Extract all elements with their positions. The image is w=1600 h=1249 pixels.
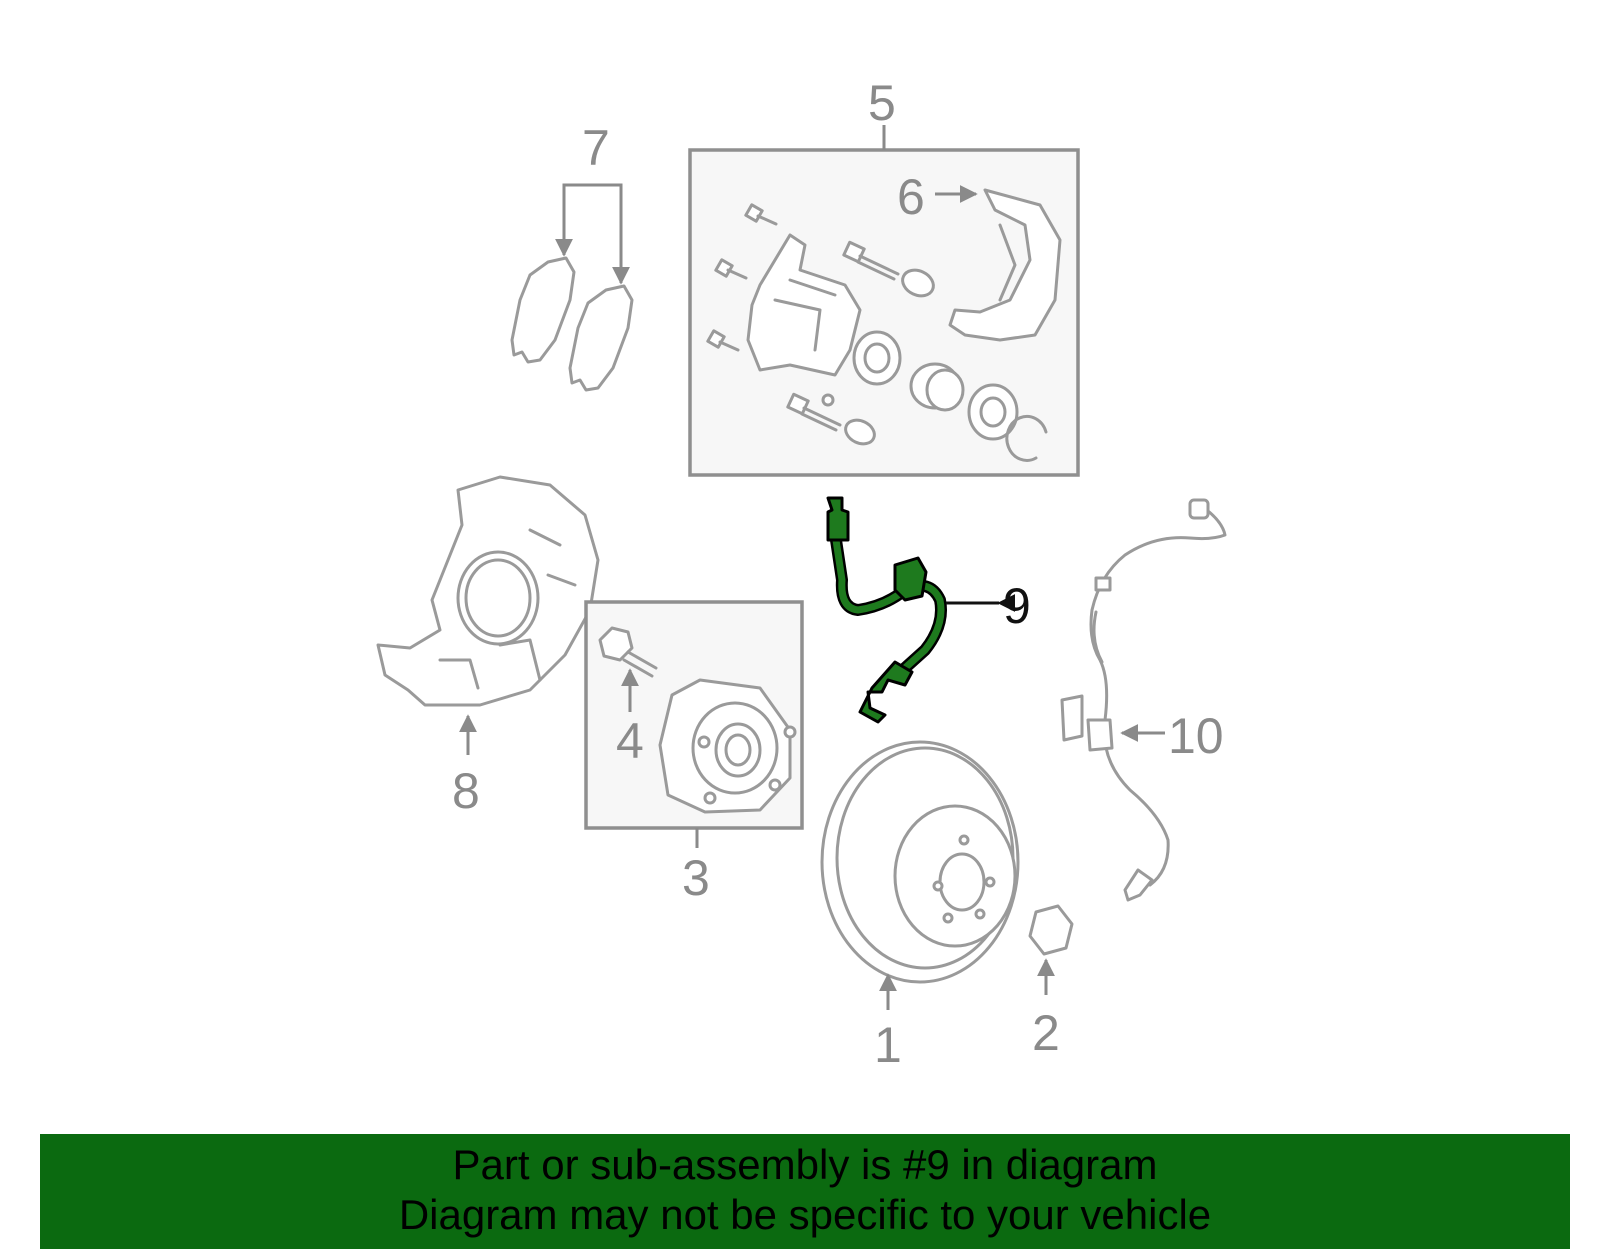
callout-1: 1 xyxy=(874,1017,902,1073)
abs-clip-lower xyxy=(1086,718,1114,752)
caliper-bolt-top xyxy=(744,203,778,226)
piston xyxy=(909,362,965,412)
dust-boot xyxy=(967,383,1019,441)
abs-sensor-wire xyxy=(1089,503,1227,887)
callout-7: 7 xyxy=(582,120,610,176)
callout-2: 2 xyxy=(1032,1005,1060,1061)
callout-4: 4 xyxy=(616,713,644,769)
callout-5: 5 xyxy=(868,75,896,131)
caliper-assembly-group: 5 6 xyxy=(688,75,1080,477)
caliper-bracket xyxy=(948,188,1062,342)
brake-pad-outer xyxy=(568,284,634,392)
pin-boot-upper xyxy=(901,268,935,298)
abs-sensor-head xyxy=(1123,868,1154,902)
brake-rotor-group: 1 xyxy=(820,740,1020,1073)
hub-nut-group: 2 xyxy=(1028,904,1074,1061)
wheel-hub xyxy=(658,678,797,814)
banner-line-2: Diagram may not be specific to your vehi… xyxy=(398,1191,1212,1238)
brake-pads-group: 7 xyxy=(510,120,634,392)
callout-6: 6 xyxy=(897,169,925,225)
brake-pad-inner xyxy=(510,256,576,364)
abs-sensor-group: 10 xyxy=(1060,498,1227,902)
bleeder-screw xyxy=(821,393,835,407)
callout-8: 8 xyxy=(452,763,480,819)
guide-pin-lower xyxy=(786,392,842,432)
abs-clip-mid xyxy=(1060,694,1084,742)
retaining-ring xyxy=(1005,414,1048,462)
piston-seal xyxy=(852,330,902,386)
callout-10: 10 xyxy=(1168,708,1224,764)
callout-3: 3 xyxy=(682,850,710,906)
hose-bracket xyxy=(893,556,928,602)
dust-shield-group: 8 xyxy=(376,475,600,819)
callout-9: 9 xyxy=(1003,578,1031,634)
info-banner: Part or sub-assembly is #9 in diagram Di… xyxy=(40,1134,1570,1249)
banner-line-1: Part or sub-assembly is #9 in diagram xyxy=(452,1141,1158,1188)
hub-bolt xyxy=(598,626,658,678)
abs-clip-upper xyxy=(1094,576,1112,592)
brake-hose-highlighted: 9 xyxy=(826,496,1031,724)
abs-connector xyxy=(1188,498,1210,520)
hose-fitting-bottom xyxy=(858,660,914,724)
hose-fitting-top xyxy=(826,496,850,542)
caliper-bolt-left xyxy=(714,258,748,280)
caliper-bolt-lower xyxy=(706,329,740,352)
hub-assembly-group: 3 4 xyxy=(584,600,804,906)
pin-boot-lower xyxy=(844,418,876,446)
guide-pin-upper xyxy=(842,240,900,281)
hub-nut xyxy=(1028,904,1074,956)
